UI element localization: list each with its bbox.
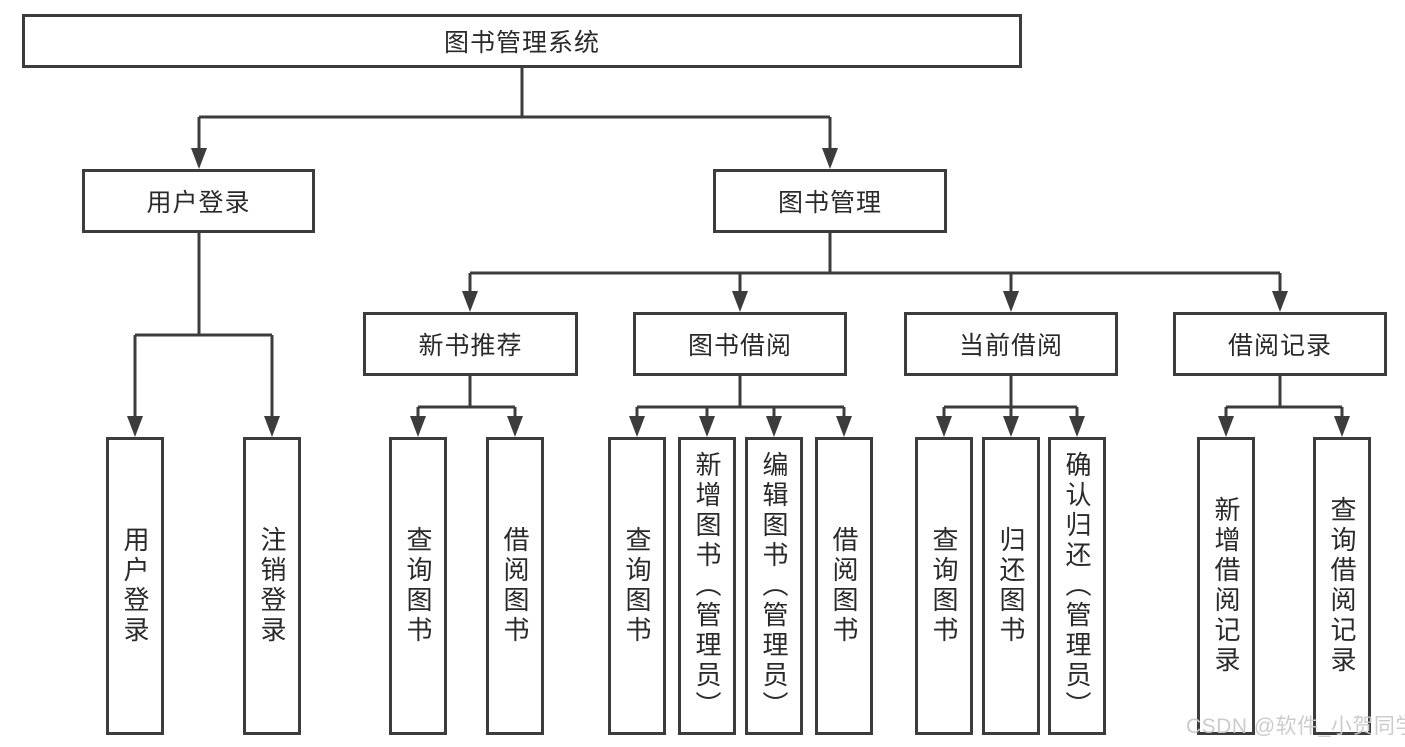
arrowhead: [1334, 416, 1350, 437]
arrowhead: [629, 416, 645, 437]
arrowhead: [1069, 416, 1085, 437]
arrowhead: [766, 416, 782, 437]
leaf-borrow-books-recommend: 借阅图书: [486, 437, 544, 735]
arrowhead: [822, 148, 838, 169]
leaf-return-book: 归还图书: [982, 437, 1040, 735]
node-borrow-records: 借阅记录: [1173, 312, 1387, 376]
arrowhead: [1218, 416, 1234, 437]
leaf-logout: 注销登录: [243, 437, 301, 735]
node-library-system: 图书管理系统: [22, 14, 1022, 68]
arrowhead: [836, 416, 852, 437]
node-current-borrow: 当前借阅: [904, 312, 1118, 376]
arrowhead: [410, 416, 426, 437]
arrowhead: [732, 291, 748, 312]
arrowhead: [1272, 291, 1288, 312]
node-book-borrow: 图书借阅: [633, 312, 847, 376]
node-new-book-recommend: 新书推荐: [363, 312, 578, 376]
leaf-borrow-books-borrow: 借阅图书: [815, 437, 873, 735]
arrowhead: [936, 416, 952, 437]
watermark: CSDN @软件_小贺同学: [1186, 715, 1405, 738]
leaf-edit-book-admin: 编辑图书（管理员）: [745, 437, 803, 735]
node-book-management: 图书管理: [713, 169, 947, 233]
leaf-query-borrow-record: 查询借阅记录: [1313, 437, 1371, 735]
arrowhead: [1003, 291, 1019, 312]
leaf-add-borrow-record: 新增借阅记录: [1197, 437, 1255, 735]
leaf-query-books-current: 查询图书: [915, 437, 973, 735]
arrowhead: [699, 416, 715, 437]
leaf-add-book-admin: 新增图书（管理员）: [678, 437, 736, 735]
arrowhead: [462, 291, 478, 312]
leaf-query-books-recommend: 查询图书: [389, 437, 447, 735]
leaf-confirm-return-admin: 确认归还（管理员）: [1048, 437, 1106, 735]
node-user-login: 用户登录: [82, 169, 315, 233]
arrowhead: [264, 416, 280, 437]
arrowhead: [191, 148, 207, 169]
leaf-query-books-borrow: 查询图书: [608, 437, 666, 735]
arrowhead: [1003, 416, 1019, 437]
leaf-user-login: 用户登录: [106, 437, 164, 735]
arrowhead: [127, 416, 143, 437]
arrowhead: [507, 416, 523, 437]
